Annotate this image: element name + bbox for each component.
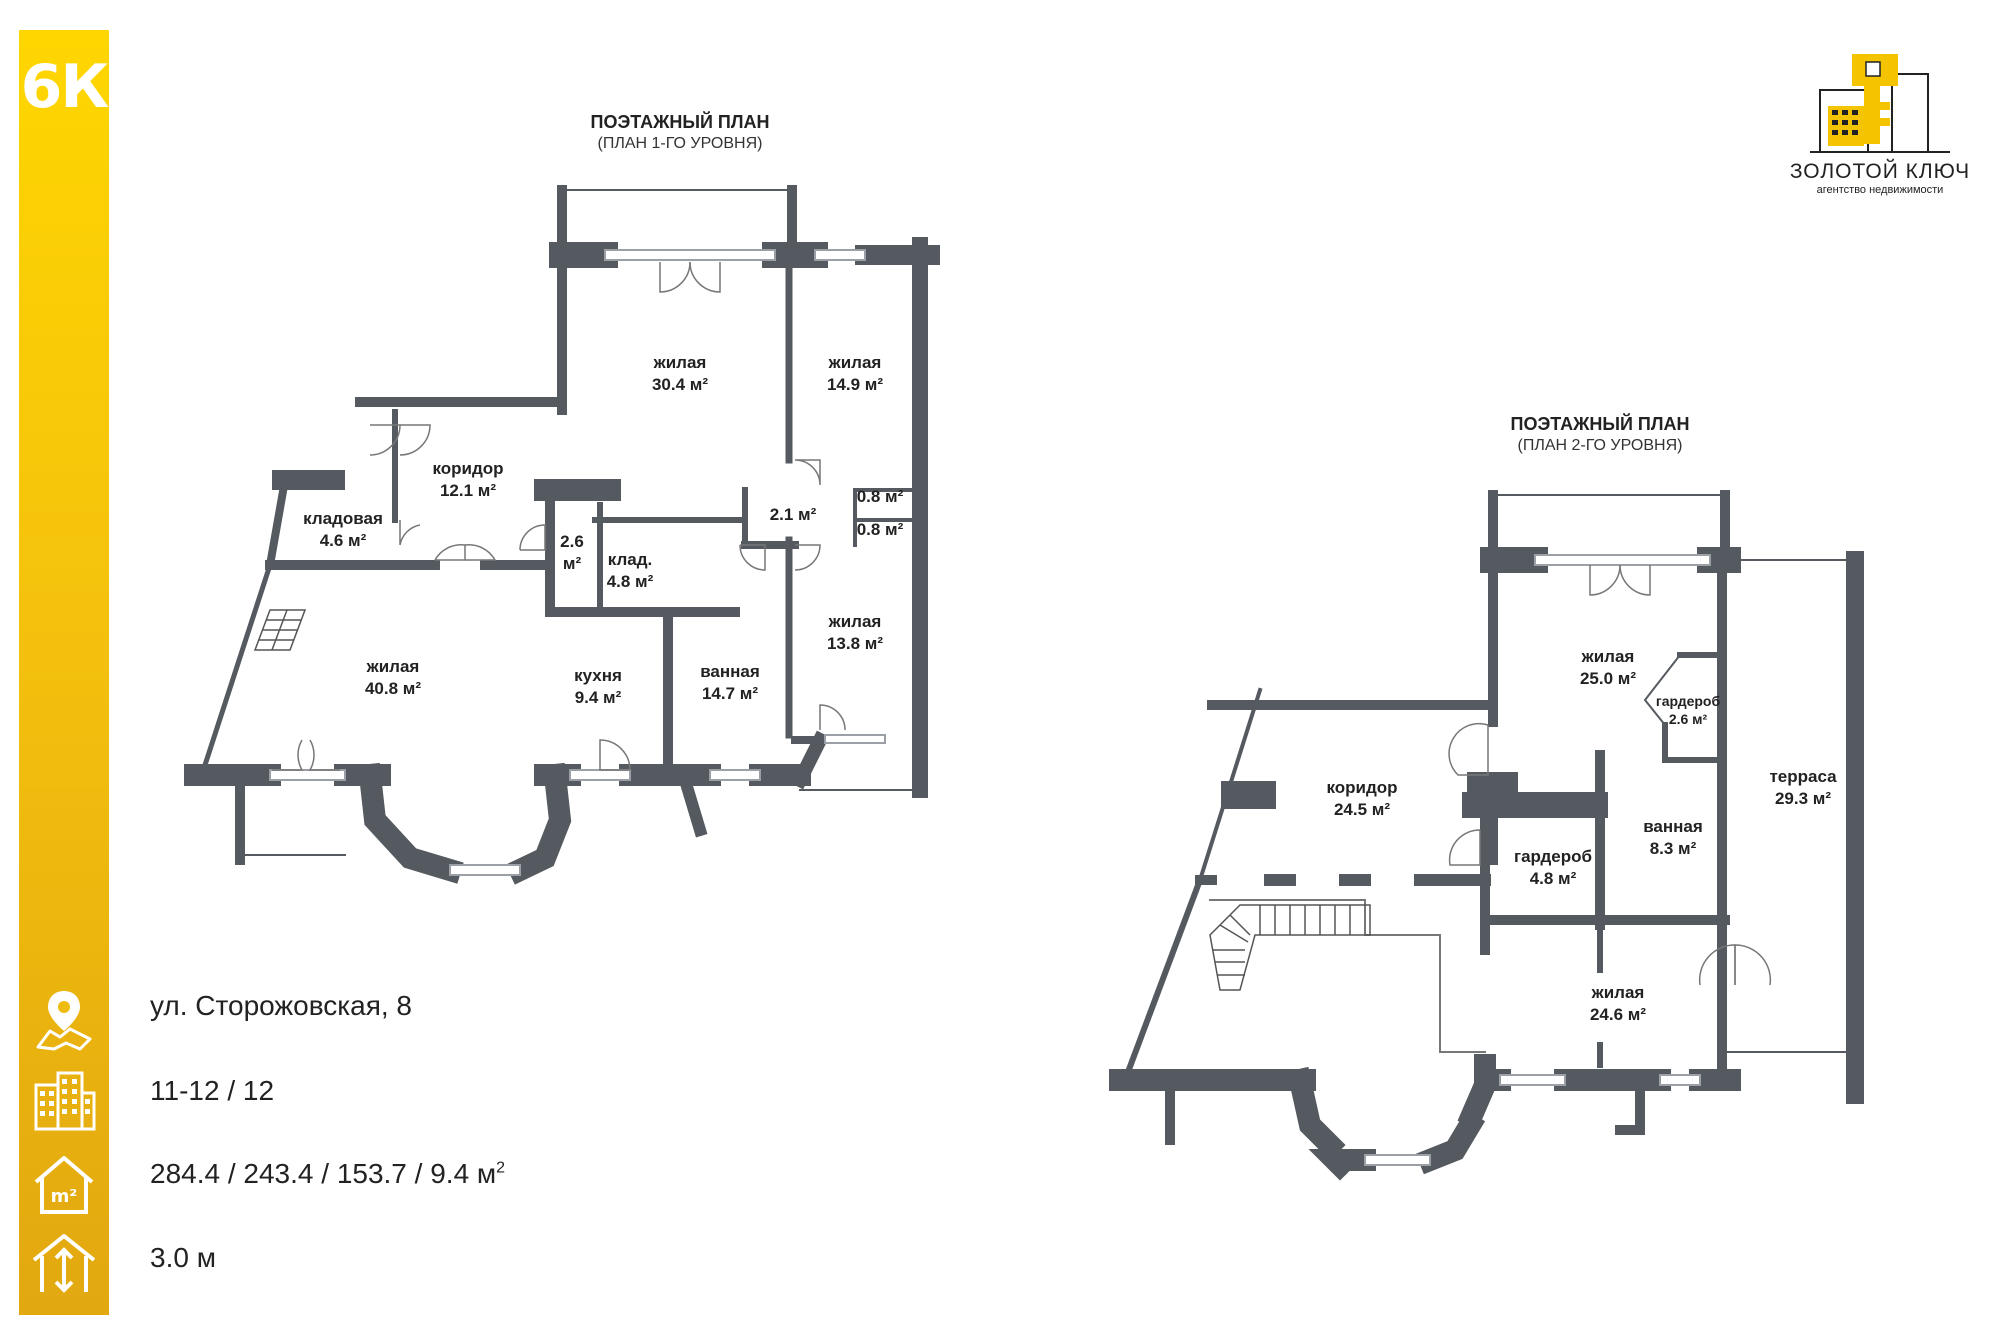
room-name: коридор <box>1326 778 1397 797</box>
room-area: 13.8 м² <box>827 634 883 653</box>
room-area: 2.1 м² <box>770 505 817 524</box>
room-name: гардероб <box>1656 693 1721 709</box>
room-area: 12.1 м² <box>440 481 496 500</box>
room-name: ванная <box>1643 817 1703 836</box>
room-name: жилая <box>366 657 420 676</box>
plan2-title-block: ПОЭТАЖНЫЙ ПЛАН (ПЛАН 2-ГО УРОВНЯ) <box>1400 414 1800 455</box>
key-building-logo-icon <box>1810 54 1950 153</box>
room-area: 8.3 м² <box>1650 839 1697 858</box>
staircase-icon <box>1209 904 1371 991</box>
ceiling-height-text: 3.0 м <box>150 1242 216 1273</box>
room-area: 14.7 м² <box>702 684 758 703</box>
room-name: ванная <box>700 662 760 681</box>
room-name: жилая <box>1591 983 1645 1002</box>
room-name: жилая <box>828 612 882 631</box>
building-icon <box>34 1071 96 1131</box>
areas-values: 284.4 / 243.4 / 153.7 / 9.4 м <box>150 1158 497 1189</box>
room-area: 0.8 м² <box>857 487 904 506</box>
floors-text: 11-12 / 12 <box>150 1075 275 1106</box>
room-area: м² <box>563 554 582 573</box>
room-area: 2.6 м² <box>1669 711 1708 727</box>
location-map-icon <box>36 991 92 1051</box>
room-area: 24.6 м² <box>1590 1005 1646 1024</box>
company-logo: ЗОЛОТОЙ КЛЮЧ агентство недвижимости <box>1780 52 1980 202</box>
room-name: клад. <box>608 550 652 569</box>
svg-text:m²: m² <box>51 1186 78 1207</box>
plan2-subtitle: (ПЛАН 2-ГО УРОВНЯ) <box>1517 437 1683 454</box>
logo-company-name: ЗОЛОТОЙ КЛЮЧ <box>1789 160 1971 183</box>
room-area: 4.8 м² <box>1530 869 1577 888</box>
room-name: 2.6 <box>560 532 584 551</box>
logo-subtitle: агентство недвижимости <box>1816 184 1944 196</box>
sidebar: 6К m² <box>19 30 109 1315</box>
room-area: 4.8 м² <box>607 572 654 591</box>
house-area-icon: m² <box>34 1156 94 1214</box>
room-name: кладовая <box>303 509 383 528</box>
room-name: гардероб <box>1514 847 1592 866</box>
plan1-title: ПОЭТАЖНЫЙ ПЛАН <box>590 112 770 132</box>
room-name: жилая <box>1581 647 1635 666</box>
plan2-title: ПОЭТАЖНЫЙ ПЛАН <box>1510 414 1690 434</box>
plan1-subtitle: (ПЛАН 1-ГО УРОВНЯ) <box>597 135 763 152</box>
room-name: жилая <box>653 353 707 372</box>
room-area: 24.5 м² <box>1334 800 1390 819</box>
areas-text: 284.4 / 243.4 / 153.7 / 9.4 м2 <box>150 1158 505 1190</box>
room-name: кухня <box>574 666 622 685</box>
room-area: 14.9 м² <box>827 375 883 394</box>
room-name: жилая <box>828 353 882 372</box>
address-text: ул. Сторожовская, 8 <box>150 990 413 1021</box>
room-area: 25.0 м² <box>1580 669 1636 688</box>
areas-unit-superscript: 2 <box>496 1159 506 1177</box>
room-area: 0.8 м² <box>857 520 904 539</box>
room-area: 9.4 м² <box>575 688 622 707</box>
room-area: 29.3 м² <box>1775 789 1831 808</box>
room-name: терраса <box>1769 767 1837 786</box>
room-area: 40.8 м² <box>365 679 421 698</box>
room-area: 4.6 м² <box>320 531 367 550</box>
stairs-icon <box>253 609 307 651</box>
rooms-count-badge: 6К <box>20 52 110 122</box>
room-area: 30.4 м² <box>652 375 708 394</box>
room-name: коридор <box>432 459 503 478</box>
ceiling-height-icon <box>32 1234 96 1293</box>
plan1-title-block: ПОЭТАЖНЫЙ ПЛАН (ПЛАН 1-ГО УРОВНЯ) <box>480 112 880 153</box>
